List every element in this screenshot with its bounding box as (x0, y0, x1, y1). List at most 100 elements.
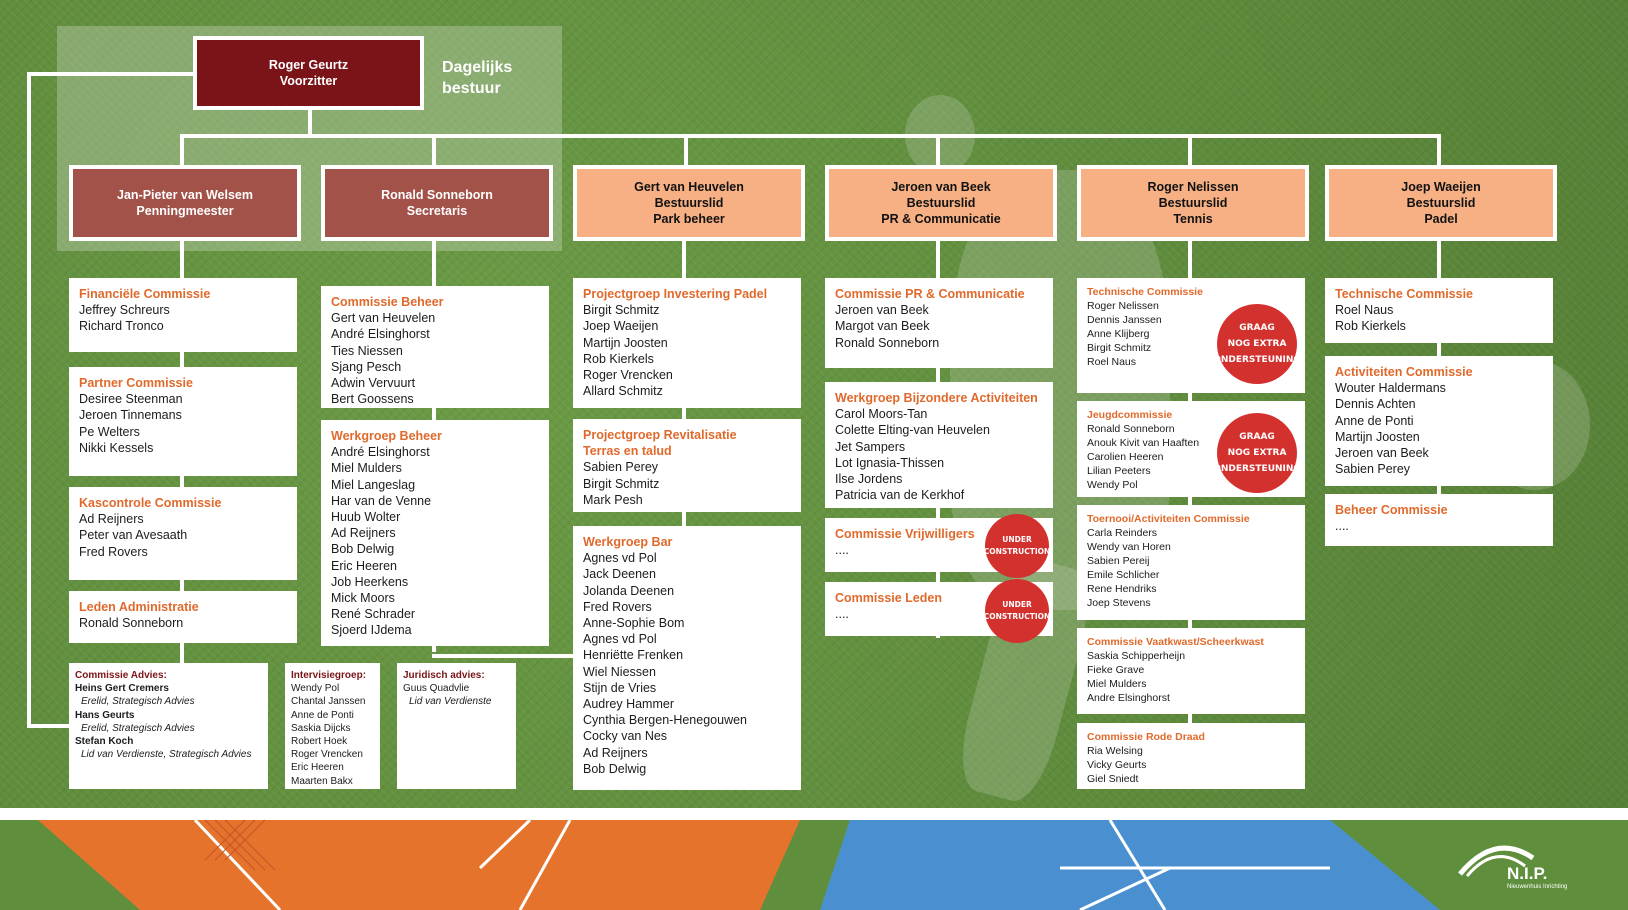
committee-title: Projectgroep Investering Padel (583, 287, 768, 301)
advisory-line: Maarten Bakx (291, 775, 353, 787)
extra-support-badge: GRAAG NOG EXTRA ONDERSTEUNING (1213, 304, 1301, 384)
committee-member: Jolanda Deenen (583, 583, 675, 598)
committee-member: .... (835, 543, 849, 558)
committee-member: Jeroen van Beek (835, 303, 929, 318)
committee-member: Audrey Hammer (583, 697, 674, 712)
node-role: Secretaris (406, 204, 468, 218)
connector (1188, 238, 1192, 768)
committee-member: Wendy Pol (1087, 479, 1138, 491)
court-illustration (0, 808, 1628, 910)
committee-title: Werkgroep Bar (583, 535, 673, 549)
committee-member: Wouter Haldermans (1335, 381, 1446, 396)
node-name: Roger Nelissen (1147, 180, 1239, 194)
committee-member: Agnes vd Pol (583, 551, 657, 566)
committee-member: Ronald Sonneborn (835, 335, 940, 350)
committee-member: Martijn Joosten (583, 335, 668, 350)
committee-member: André Elsinghorst (331, 327, 430, 342)
node-name: Joep Waeijen (1401, 180, 1481, 194)
committee-title: Commissie Leden (835, 591, 942, 605)
advisory-line: Wendy Pol (291, 683, 340, 695)
committee-member: Ad Reijners (583, 745, 648, 760)
connector (27, 724, 71, 728)
connector (27, 72, 31, 728)
committee-member: Peter van Avesaath (79, 528, 188, 543)
committee-member: Rene Hendriks (1087, 583, 1157, 595)
node-voorzitter: Roger Geurtz Voorzitter (193, 36, 424, 110)
committee-member: Sabien Perey (583, 460, 659, 475)
committee-member: Richard Tronco (79, 319, 164, 334)
committee-member: Anne Klijberg (1087, 328, 1150, 340)
committee-title: Jeugdcommissie (1087, 409, 1173, 421)
node-area: Padel (1424, 212, 1458, 226)
committee-member: Fieke Grave (1087, 664, 1145, 676)
committee-member: Carla Reinders (1087, 527, 1158, 539)
advisory-line: Anne de Ponti (291, 709, 354, 721)
committee-member: René Schrader (331, 607, 416, 622)
committee-member: Ronald Sonneborn (79, 616, 184, 631)
committee-member: Bert Goossens (331, 392, 414, 407)
committee-member: Nikki Kessels (79, 440, 154, 455)
net-icon (204, 819, 276, 871)
committee-title: Activiteiten Commissie (1335, 365, 1473, 379)
committee-card: Projectgroep Revitalisatie Terras en tal… (573, 419, 801, 512)
node-name: Jeroen van Beek (891, 180, 991, 194)
committee-title: Commissie Rode Draad (1087, 731, 1205, 743)
node-name: Roger Geurtz (268, 58, 349, 72)
advisory-line: Guus Quadvlie (403, 683, 470, 695)
committee-member: Vicky Geurts (1087, 759, 1147, 771)
committee-member: .... (835, 607, 849, 622)
connector (27, 72, 193, 76)
committee-member: Birgit Schmitz (583, 303, 660, 318)
connector (1188, 134, 1192, 168)
advisory-line: Erelid, Strategisch Advies (81, 696, 195, 708)
committee-member: Gert van Heuvelen (331, 311, 436, 326)
intervisiegroep-title: Intervisiegroep: (291, 670, 367, 681)
committee-member: Miel Mulders (1087, 678, 1147, 690)
advisory-line: Saskia Dijcks (291, 722, 351, 734)
committee-title: Commissie Vrijwilligers (835, 527, 975, 541)
advisory-line: Heins Gert Cremers (75, 683, 169, 695)
committee-member: Dennis Janssen (1087, 314, 1162, 326)
committee-member: Colette Elting-van Heuvelen (835, 423, 990, 438)
committee-member: Margot van Beek (835, 319, 930, 334)
committee-member: Bob Delwig (331, 542, 395, 557)
committee-member: Saskia Schipperheijn (1087, 650, 1186, 662)
committee-member: Joep Stevens (1087, 597, 1151, 609)
committee-member: Sabien Perey (1335, 462, 1411, 477)
committee-member: Emile Schlicher (1087, 569, 1160, 581)
committee-member: Job Heerkens (331, 574, 409, 589)
committee-member: Rob Kierkels (1335, 319, 1406, 334)
committee-member: Joep Waeijen (583, 319, 659, 334)
committee-title: Werkgroep Bijzondere Activiteiten (835, 391, 1038, 405)
connector (432, 134, 436, 168)
node-name: Jan-Pieter van Welsem (117, 188, 253, 202)
committee-member: Ad Reijners (79, 512, 144, 527)
committee-member: Patricia van de Kerkhof (835, 488, 965, 503)
node-role: Penningmeester (136, 204, 234, 218)
committee-member: Mick Moors (331, 591, 395, 606)
committee-member: Andre Elsinghorst (1087, 692, 1170, 704)
committee-member: Allard Schmitz (583, 384, 663, 399)
advisory-line: Roger Vrencken (291, 749, 363, 761)
committee-member: Jet Sampers (835, 439, 906, 454)
committee-member: Cynthia Bergen-Henegouwen (583, 713, 747, 728)
committee-title: Commissie Beheer (331, 295, 444, 309)
dagelijks-bestuur-label: Dagelijks bestuur (442, 59, 513, 97)
advisory-line: Eric Heeren (291, 762, 344, 774)
committee-title: Beheer Commissie (1335, 503, 1448, 517)
node-role: Bestuurslid (906, 196, 976, 210)
connector (432, 654, 686, 658)
committee-member: Adwin Vervuurt (331, 376, 416, 391)
